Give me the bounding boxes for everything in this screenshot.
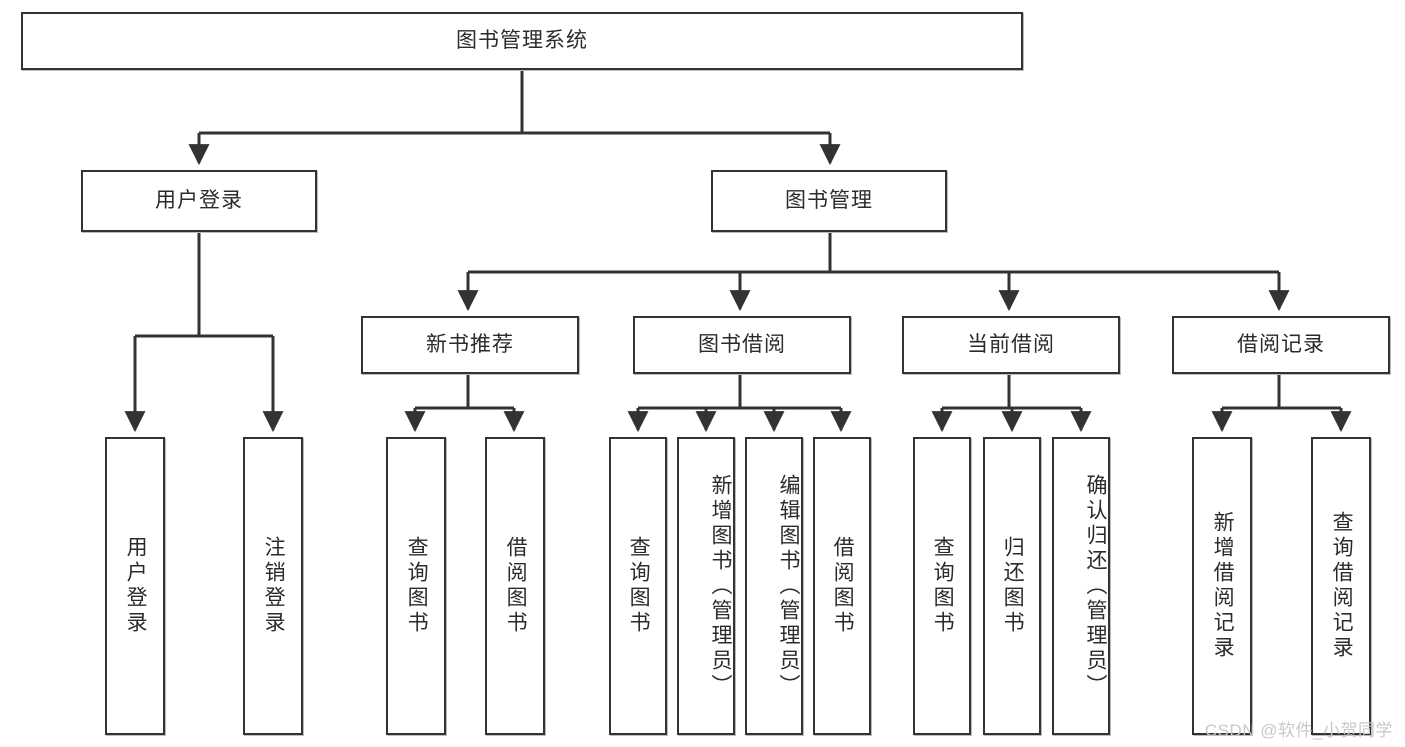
- node-label: 当前借阅: [967, 333, 1055, 357]
- node-leaf-return-book[interactable]: 归还图书: [983, 437, 1041, 735]
- node-leaf-add-borrow-record[interactable]: 新增借阅记录: [1192, 437, 1252, 735]
- node-label: 新增图书（管理员）: [709, 473, 732, 699]
- node-leaf-edit-book[interactable]: 编辑图书（管理员）: [745, 437, 803, 735]
- node-label: 归还图书: [1001, 536, 1025, 636]
- node-book-manage[interactable]: 图书管理: [711, 170, 947, 232]
- node-label: 确认归还（管理员）: [1084, 473, 1107, 699]
- node-leaf-borrow-book-recommend[interactable]: 借阅图书: [485, 437, 545, 735]
- node-current-borrow[interactable]: 当前借阅: [902, 316, 1120, 374]
- node-label: 用户登录: [155, 189, 243, 213]
- node-label: 查询借阅记录: [1330, 511, 1354, 661]
- node-label: 新书推荐: [426, 333, 514, 357]
- node-leaf-user-login[interactable]: 用户登录: [105, 437, 165, 735]
- node-new-book-recommend[interactable]: 新书推荐: [361, 316, 579, 374]
- node-leaf-query-book-current[interactable]: 查询图书: [913, 437, 971, 735]
- node-label: 图书借阅: [698, 333, 786, 357]
- watermark-text: CSDN @软件_小贺同学: [1204, 721, 1393, 740]
- node-borrow-record[interactable]: 借阅记录: [1172, 316, 1390, 374]
- node-label: 图书管理: [785, 189, 873, 213]
- node-label: 查询图书: [627, 536, 651, 636]
- node-user-login[interactable]: 用户登录: [81, 170, 317, 232]
- node-leaf-query-book-borrow[interactable]: 查询图书: [609, 437, 667, 735]
- node-label: 编辑图书（管理员）: [777, 473, 800, 699]
- node-leaf-query-borrow-record[interactable]: 查询借阅记录: [1311, 437, 1371, 735]
- node-label: 借阅记录: [1237, 333, 1325, 357]
- node-leaf-logout[interactable]: 注销登录: [243, 437, 303, 735]
- node-leaf-query-book-recommend[interactable]: 查询图书: [386, 437, 446, 735]
- node-label: 查询图书: [405, 536, 429, 636]
- node-label: 用户登录: [124, 536, 148, 636]
- node-root-system[interactable]: 图书管理系统: [21, 12, 1023, 70]
- node-leaf-add-book[interactable]: 新增图书（管理员）: [677, 437, 735, 735]
- node-leaf-borrow-book[interactable]: 借阅图书: [813, 437, 871, 735]
- node-leaf-confirm-return[interactable]: 确认归还（管理员）: [1052, 437, 1110, 735]
- node-label: 新增借阅记录: [1211, 511, 1235, 661]
- node-label: 查询图书: [931, 536, 955, 636]
- node-label: 借阅图书: [831, 536, 855, 636]
- node-label: 借阅图书: [504, 536, 528, 636]
- node-book-borrow[interactable]: 图书借阅: [633, 316, 851, 374]
- node-label: 注销登录: [262, 536, 286, 636]
- node-label: 图书管理系统: [456, 29, 588, 53]
